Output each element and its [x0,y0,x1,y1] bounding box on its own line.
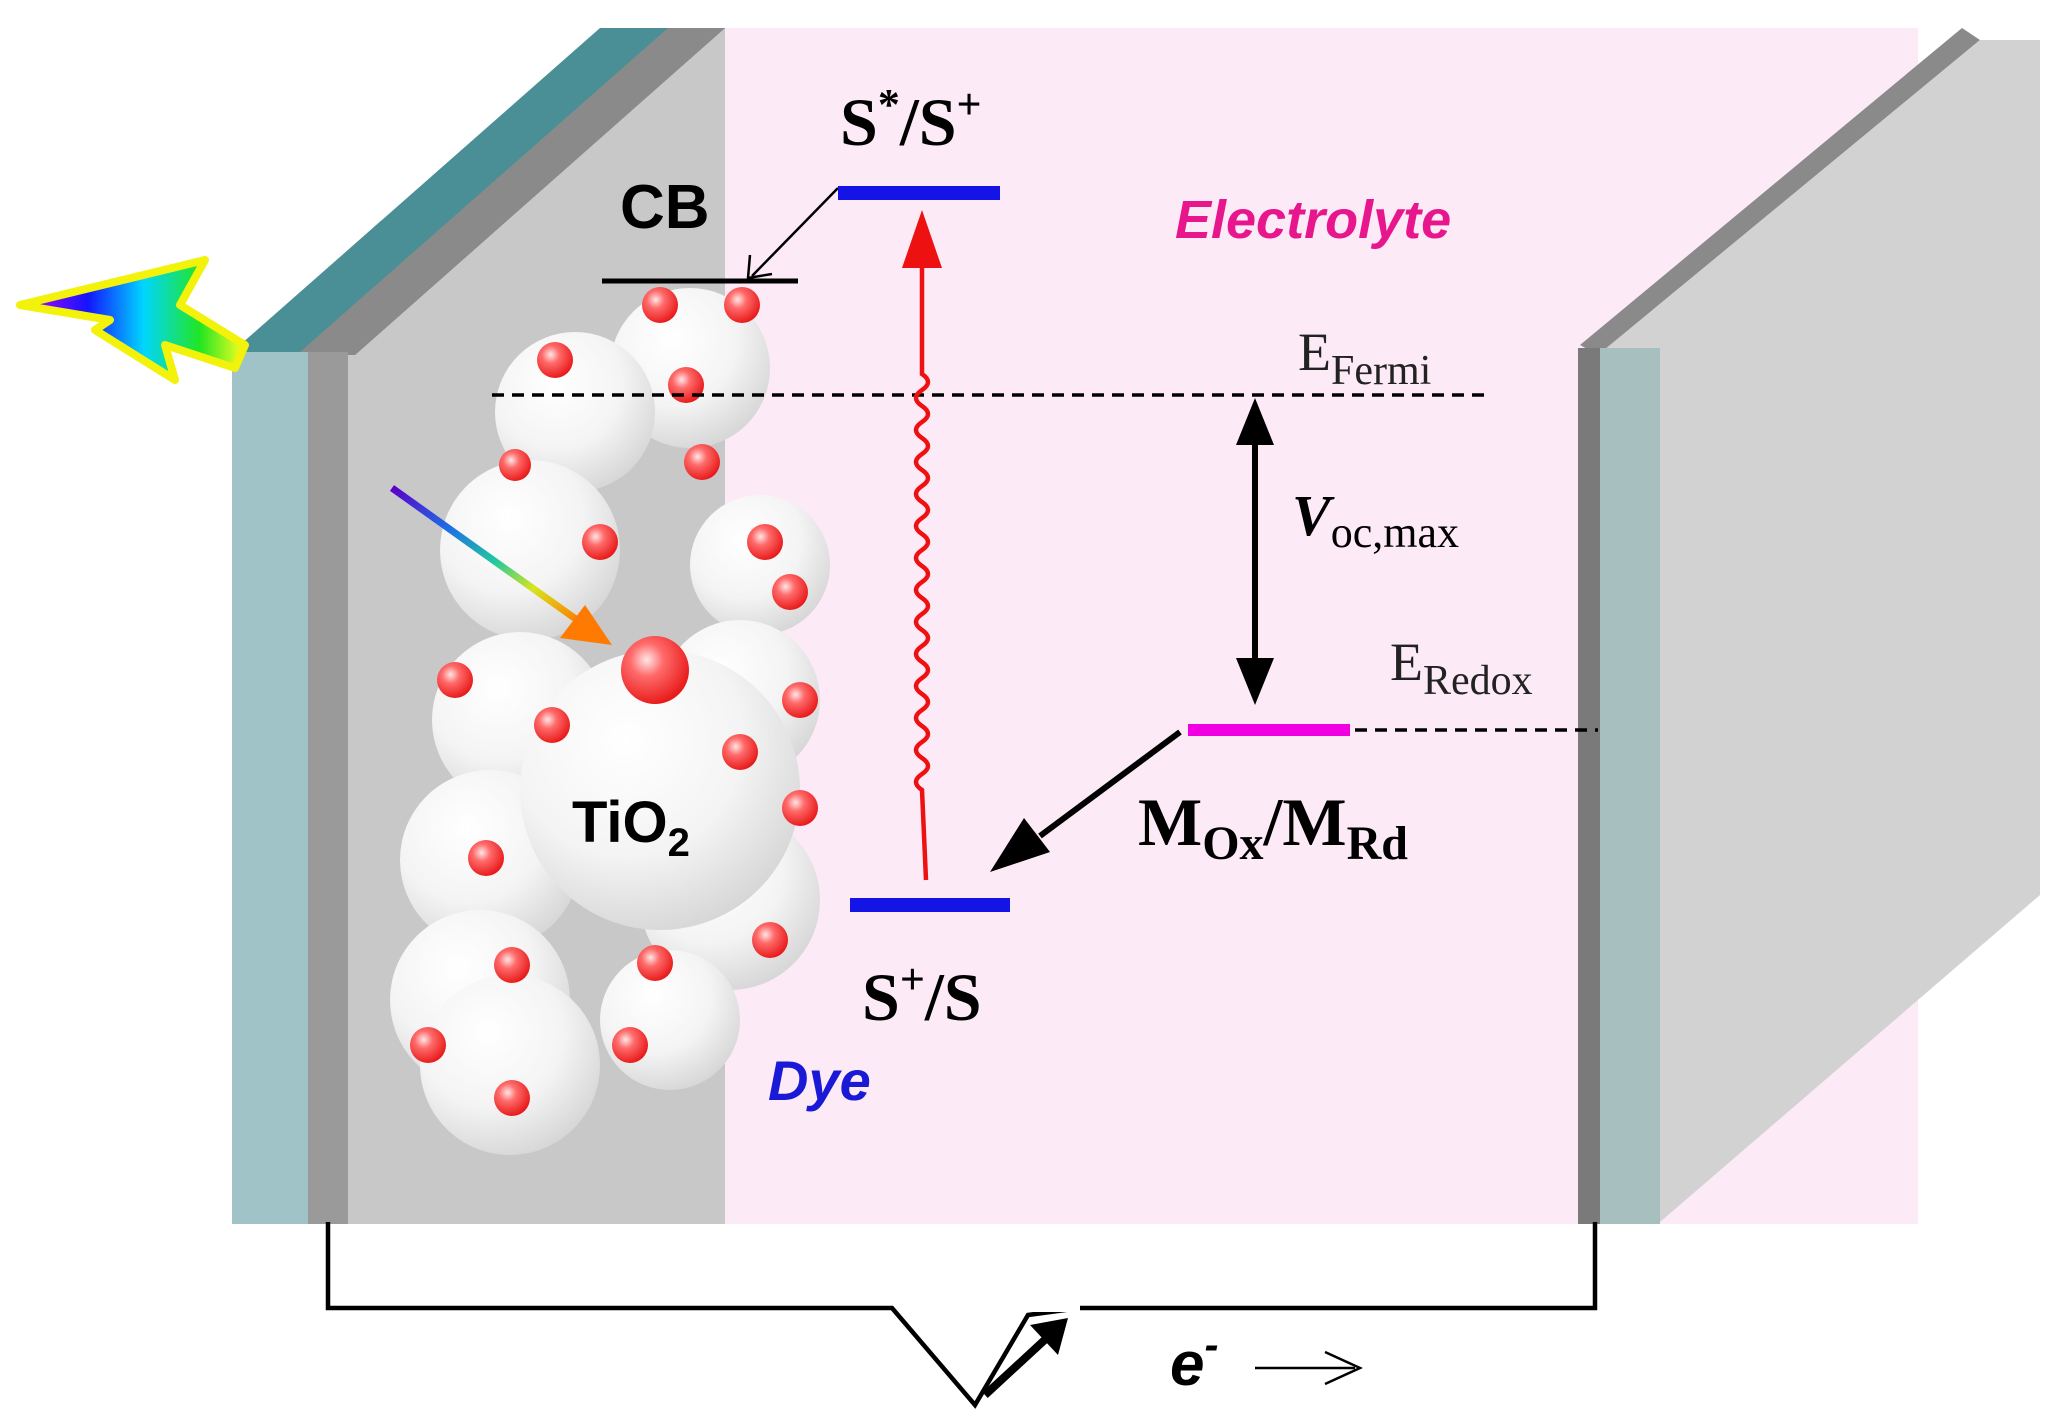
electrolyte-label: Electrolyte [1175,190,1451,250]
dye-dot [499,449,531,481]
dye-dot [534,707,570,743]
dye-dot [668,367,704,403]
right-electrode-top [1580,28,1980,355]
dye-dot [752,922,788,958]
voc-label: Voc,max [1292,483,1459,557]
dye-dot [410,1027,446,1063]
dye-label: Dye [768,1049,871,1112]
dye-dot [494,1080,530,1116]
dye-dot [582,524,618,560]
excited-label: S*/S+ [840,80,982,160]
load-arrow [982,1332,1053,1398]
right-electrode-glass [1600,348,1660,1224]
sphere [440,460,620,640]
voc-arrow-head-bottom [1236,658,1274,705]
redox-label: ERedox [1390,632,1533,704]
photon-arrow [389,485,583,625]
dye-dot [782,682,818,718]
dye-dot [637,945,673,981]
left-electrode-edge [308,352,348,1224]
excitation-arrow-head [902,210,942,268]
dye-dot [494,947,530,983]
dye-dot [437,662,473,698]
dye-dot [537,342,573,378]
cb-label: CB [620,173,710,242]
excitation-arrow [913,260,931,881]
fermi-label: EFermi [1298,322,1431,394]
sphere [420,975,600,1155]
dye-dot [782,790,818,826]
electron-label: e- [1170,1321,1218,1399]
dye-molecules [410,287,818,1116]
dye-dot [724,287,760,323]
tio2-label: TiO2 [572,790,690,865]
dye-dot [722,734,758,770]
load-arrow-head [1030,1318,1068,1355]
right-electrode-edge [1578,348,1600,1224]
sphere-large [520,650,800,930]
right-electrode-side [1598,40,2040,1222]
sphere [495,332,655,492]
left-electrode-top-edge [300,28,725,355]
regeneration-arrow-head [990,818,1050,872]
dye-dot [642,287,678,323]
voc-arrow-head-top [1236,398,1274,445]
dye-dot [468,840,504,876]
dye-dot [621,636,689,704]
left-electrode-glass [232,352,308,1224]
dye-dot [772,574,808,610]
sphere [690,495,830,635]
injection-arrow-head [746,254,773,280]
ground-label: S+/S [862,955,982,1035]
injection-arrow [751,187,839,277]
regeneration-arrow [1038,729,1182,839]
dye-dot [684,444,720,480]
external-circuit [325,1222,1598,1409]
photon-arrow-head [560,605,612,645]
redox-couple-label: MOx/MRd [1138,784,1408,870]
dye-dot [612,1027,648,1063]
electron-flow-arrow-head [1324,1350,1364,1386]
dye-dot [747,524,783,560]
light-bolt-icon [16,256,249,384]
